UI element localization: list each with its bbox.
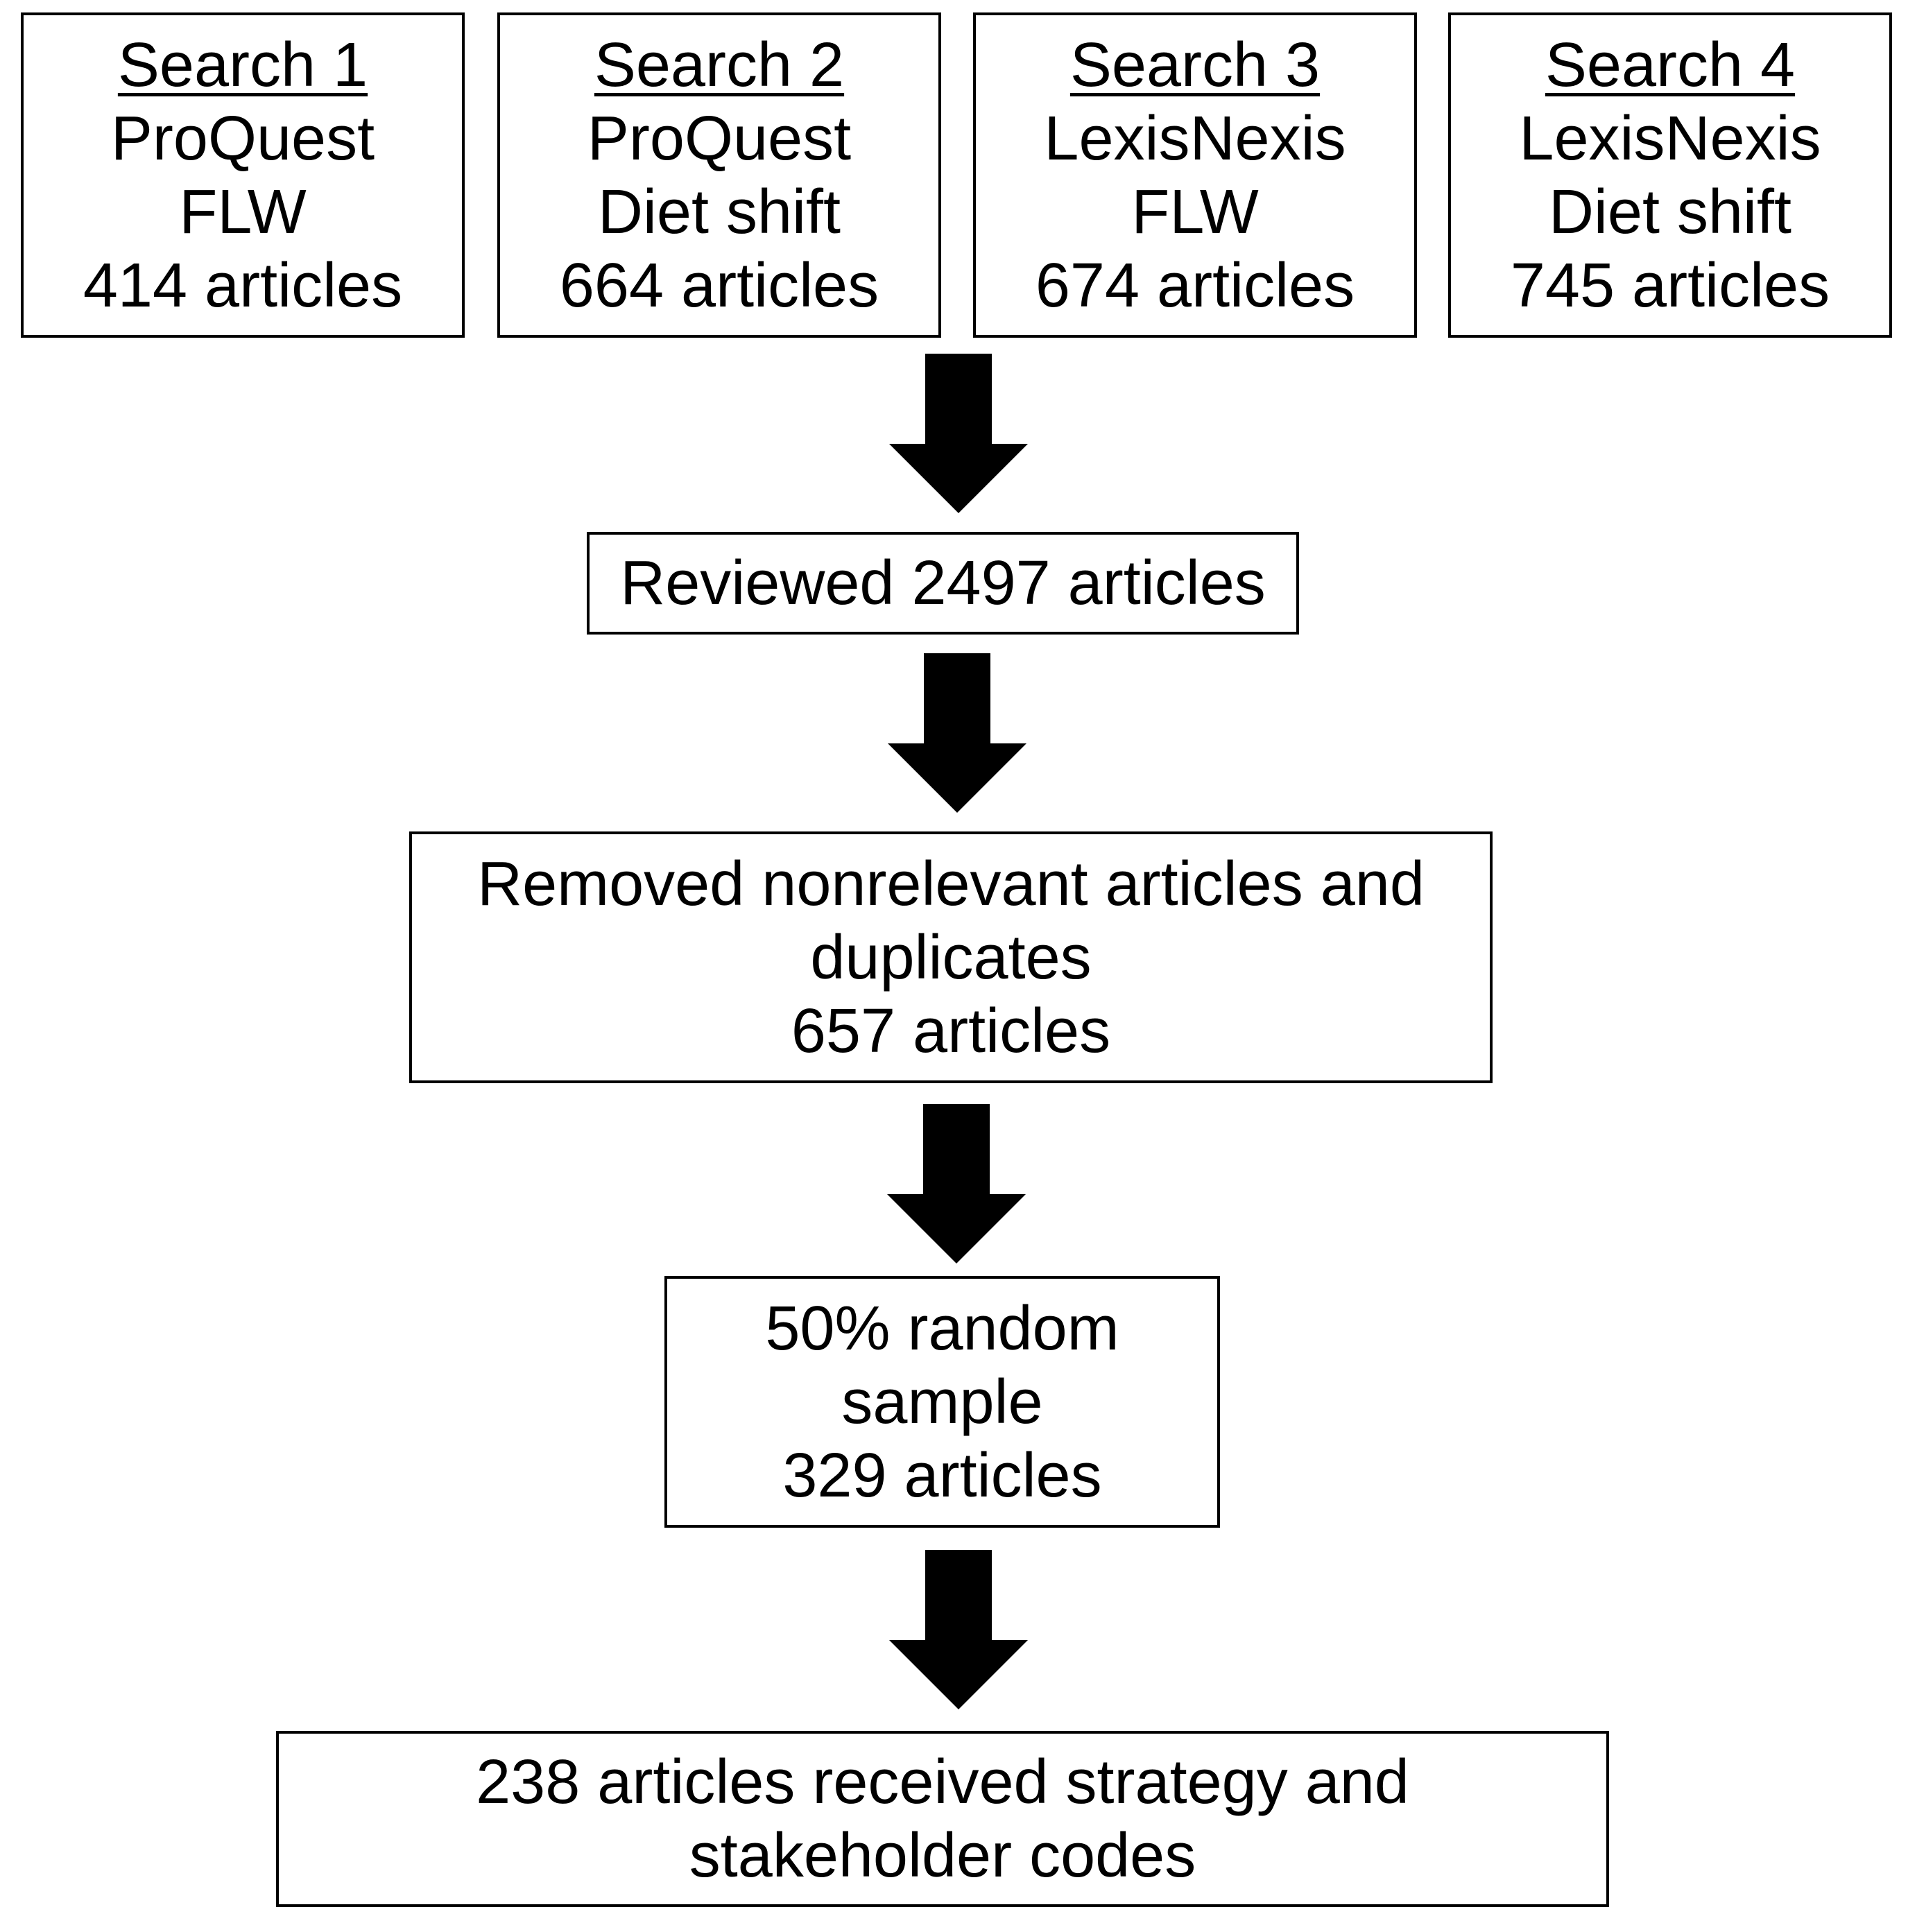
down-arrow-icon [889,354,1028,513]
down-arrow-icon [889,1550,1028,1709]
search-3-box: Search 3 LexisNexis FLW 674 articles [973,12,1417,338]
search-1-count: 414 articles [83,250,403,320]
search-2-box: Search 2 ProQuest Diet shift 664 article… [497,12,941,338]
final-text: 238 articles received strategy and stake… [476,1748,1409,1890]
search-1-topic: FLW [179,177,307,247]
removed-text: Removed nonrelevant articles and duplica… [477,849,1425,992]
search-3-topic: FLW [1131,177,1259,247]
search-4-box: Search 4 LexisNexis Diet shift 745 artic… [1448,12,1892,338]
final-box: 238 articles received strategy and stake… [276,1731,1609,1907]
sample-line-1: 50% random [765,1293,1119,1363]
search-2-title: Search 2 [594,30,845,100]
search-2-database: ProQuest [587,103,852,173]
down-arrow-icon [888,653,1026,813]
search-4-topic: Diet shift [1548,177,1792,247]
reviewed-box: Reviewed 2497 articles [587,532,1299,635]
sample-count: 329 articles [782,1440,1102,1510]
reviewed-text: Reviewed 2497 articles [620,549,1266,618]
search-1-box: Search 1 ProQuest FLW 414 articles [21,12,465,338]
sample-line-2: sample [841,1367,1043,1437]
search-2-count: 664 articles [559,250,879,320]
search-1-database: ProQuest [110,103,375,173]
search-3-count: 674 articles [1035,250,1355,320]
search-1-title: Search 1 [117,30,368,100]
search-4-title: Search 4 [1545,30,1796,100]
down-arrow-icon [887,1104,1026,1263]
removed-box: Removed nonrelevant articles and duplica… [409,831,1493,1083]
search-3-title: Search 3 [1069,30,1321,100]
search-4-count: 745 articles [1510,250,1830,320]
search-2-topic: Diet shift [597,177,841,247]
search-3-database: LexisNexis [1044,103,1346,173]
search-4-database: LexisNexis [1519,103,1821,173]
sample-box: 50% random sample 329 articles [664,1276,1220,1528]
removed-count: 657 articles [791,996,1111,1066]
